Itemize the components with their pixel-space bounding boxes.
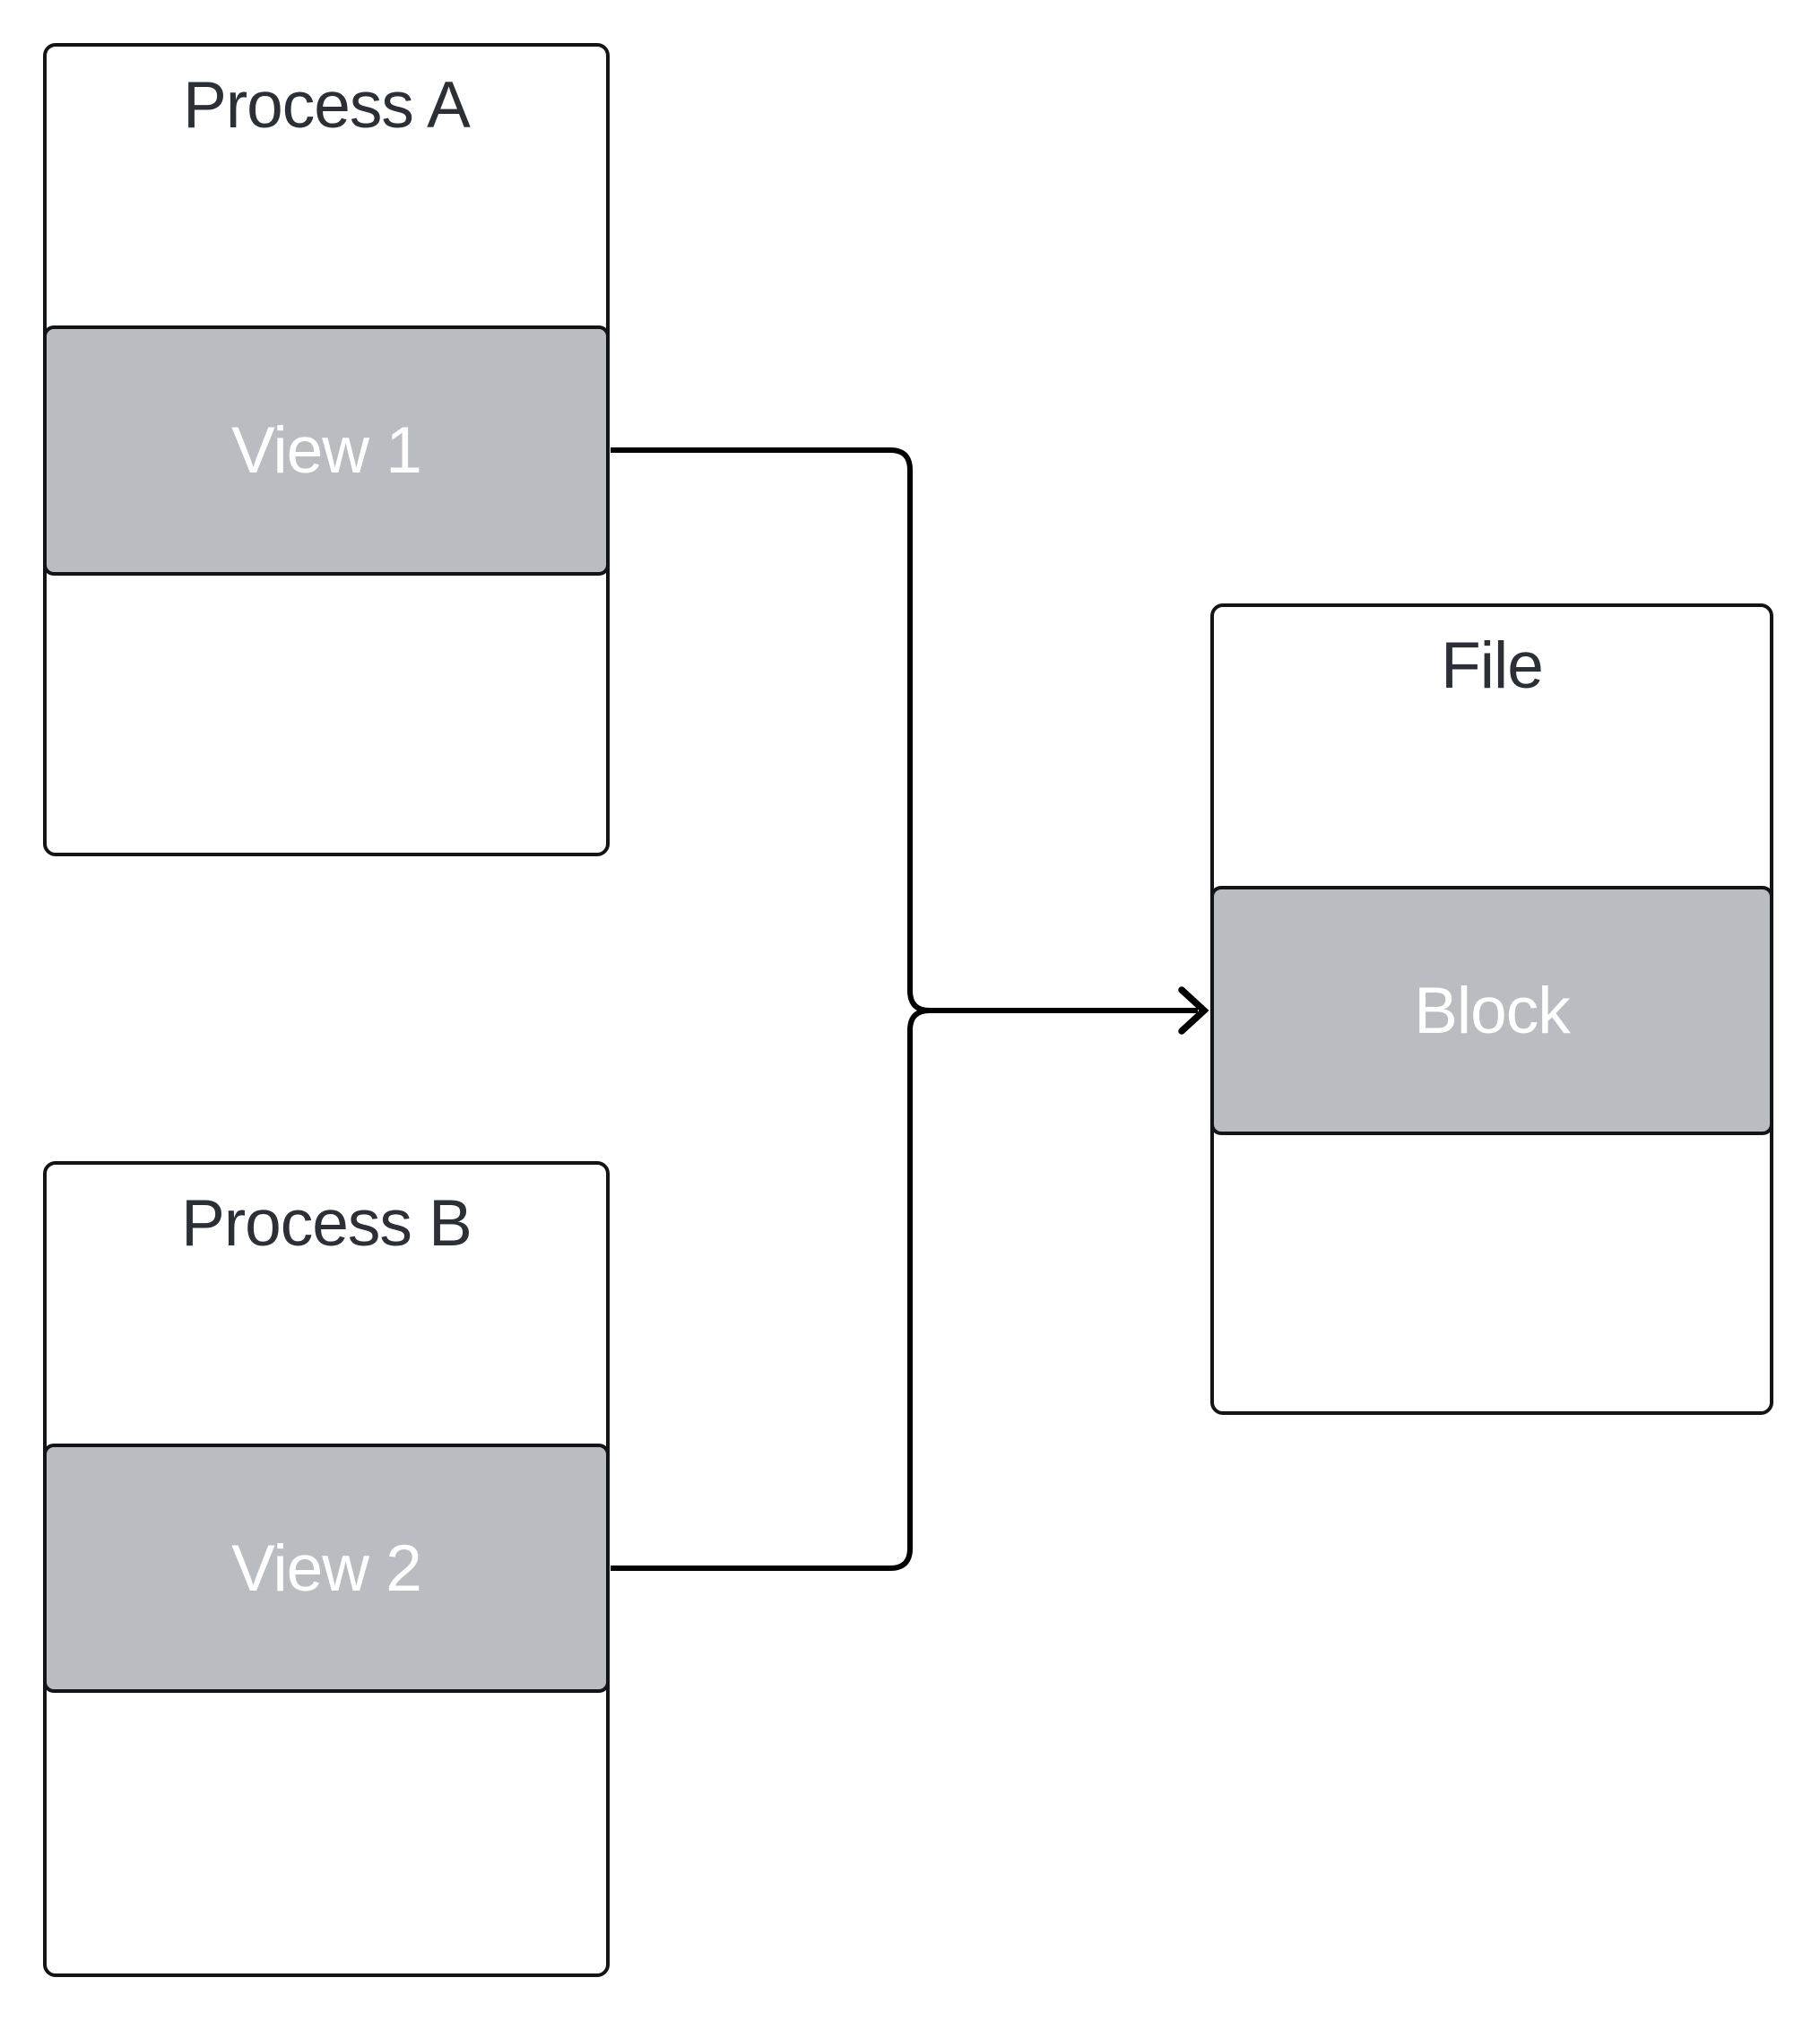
view-2-label: View 2 [231,1531,422,1605]
file-title: File [1441,629,1544,702]
view-1-label: View 1 [231,414,422,487]
view-1-band: View 1 [43,325,610,576]
block-label: Block [1414,974,1571,1047]
process-b-title: Process B [181,1187,472,1260]
view-2-band: View 2 [43,1444,610,1693]
block-band: Block [1210,886,1773,1135]
edge-view1-to-block [611,447,1198,1013]
edge-view2-to-block [611,1008,931,1571]
arrowhead-icon [1178,986,1209,1035]
process-a-title: Process A [183,69,471,142]
